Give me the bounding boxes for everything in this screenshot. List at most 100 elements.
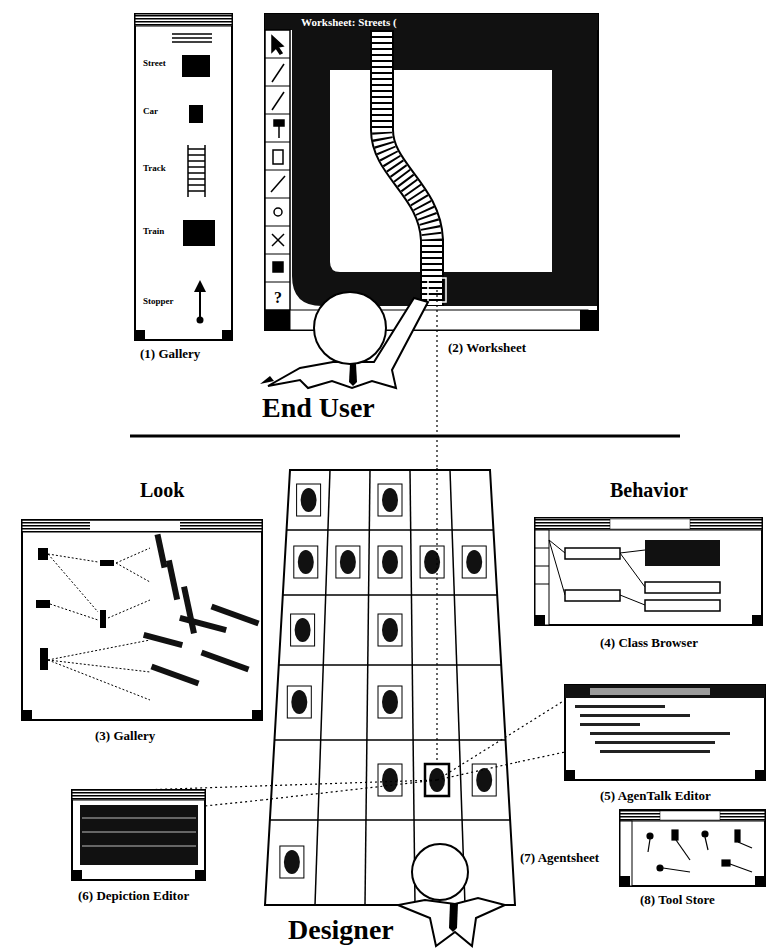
tool-store-window-art-part-part <box>722 860 730 866</box>
agentsheet-grid-part-part <box>279 664 501 666</box>
agentsheet-grid-part-part <box>275 739 506 741</box>
gallery-window-art-part <box>182 55 210 77</box>
class-browser-window-art-part-part <box>620 550 645 553</box>
role-label: End User <box>262 392 375 424</box>
leader-lines-part <box>437 762 518 780</box>
agentsheet-grid-part-part <box>283 594 497 596</box>
agentsheet-grid-part <box>265 470 515 905</box>
gallery-window-art-part-part <box>172 37 212 39</box>
gallery-window-art-part-part <box>188 172 205 174</box>
worksheet-window-art-part-part <box>265 170 290 171</box>
agentsheet-grid-part-part <box>295 618 311 642</box>
designer-figure <box>398 844 505 946</box>
window-title: Worksheet: Streets ( <box>301 15 397 29</box>
look-gallery-window-art-part-part <box>116 548 150 563</box>
tool-store-window-art-part-part <box>676 840 690 860</box>
look-gallery-window-art-part-part <box>181 586 197 634</box>
look-gallery-window-art-part-part <box>48 660 150 700</box>
dotted-connector <box>205 800 262 806</box>
leader-line <box>436 290 437 330</box>
agentalk-editor-window-art-part-part <box>580 723 640 726</box>
tool-store-window-art-part-part <box>657 865 663 871</box>
worksheet-window-art-part <box>265 14 598 30</box>
agentsheet-grid-part-part <box>270 819 510 821</box>
worksheet-window-art-part <box>265 14 598 330</box>
gallery-window-art-part <box>135 14 232 26</box>
agentalk-editor-window-art-part <box>755 770 765 780</box>
look-gallery-window-art-part <box>100 560 114 566</box>
tool-store-window-art-part-part <box>705 837 708 850</box>
tool-store-window-art-part-part <box>702 831 708 837</box>
leader-lines-part <box>437 700 565 780</box>
end-user-figure <box>260 292 428 388</box>
agentsheet-grid-part-part <box>378 614 402 646</box>
designer-figure-part <box>398 898 505 946</box>
gallery-window-art-part <box>222 330 232 340</box>
depiction-editor-window-art-part <box>72 790 205 800</box>
tool-store-window-art-part-part <box>735 830 740 842</box>
tool-store-window-art-part <box>647 830 752 872</box>
agentsheet-grid-part-part <box>301 488 317 512</box>
depiction-editor-window: (6) Depiction Editor <box>72 790 205 880</box>
worksheet-window-art-part-part <box>265 58 290 59</box>
tool-store-window-art-part <box>620 810 765 886</box>
agentsheet-grid-part-part <box>378 764 402 796</box>
tool-store-window-art-part-part <box>647 833 653 839</box>
class-browser-window-art-part <box>645 582 720 593</box>
agentalk-editor-window-art-part <box>575 705 730 753</box>
agentsheet-grid-part-part <box>382 768 398 792</box>
worksheet-window-art-part <box>382 30 432 306</box>
worksheet-window-art-part <box>271 36 285 272</box>
agentsheet-grid-part-part <box>365 470 370 905</box>
agentsheet-grid: (7) Agentsheet <box>262 468 518 908</box>
look-gallery-window-art-part <box>100 610 106 628</box>
tool-store-window-art <box>620 810 765 886</box>
agentsheet-grid-part-part <box>287 686 311 718</box>
window-caption: (4) Class Browser <box>600 635 698 651</box>
agentsheet-grid-part-part <box>298 550 314 574</box>
gallery-window-art-part-part <box>172 33 212 35</box>
gallery-window-art <box>135 14 232 340</box>
section-heading: Look <box>140 478 184 502</box>
gallery-window-art-part <box>135 330 145 340</box>
window-caption: (2) Worksheet <box>448 340 526 356</box>
look-gallery-window-art-part <box>22 710 32 720</box>
worksheet-window-art <box>265 14 598 330</box>
agentsheet-grid-part-part <box>294 546 318 578</box>
worksheet-window-art-part <box>265 30 290 310</box>
tool-store-window: (8) Tool Store <box>620 810 765 886</box>
look-gallery-window-art-part <box>143 534 260 687</box>
agentsheet-grid-part-part <box>315 470 330 905</box>
depiction-editor-window-art-part <box>72 870 82 880</box>
dotted-connector <box>436 330 437 468</box>
worksheet-window-art-part-part <box>278 126 280 138</box>
designer-figure-part <box>449 903 458 932</box>
agentalk-editor-window-art-part-part <box>595 741 715 744</box>
window-caption: (7) Agentsheet <box>520 850 599 866</box>
agentsheet-grid-part-part <box>287 529 494 531</box>
gallery-window-art-part <box>194 280 206 292</box>
worksheet-window-art-part-part <box>265 226 290 227</box>
agentsheet-grid-part-part <box>297 484 321 516</box>
gallery-window-art-part-part <box>188 148 205 150</box>
leader-lines-part <box>262 780 437 800</box>
gallery-window-art-part <box>135 14 232 340</box>
gallery-window-art-part-part <box>172 41 212 43</box>
gallery-window: StreetCarTrackTrainStopper(1) Gallery <box>135 14 232 340</box>
class-browser-window-art-part <box>565 590 620 601</box>
leader-lines-part <box>140 780 437 790</box>
worksheet-window-art-part-part <box>265 142 290 143</box>
class-browser-window-art-part-part <box>535 566 549 567</box>
end-user-figure-part <box>349 364 357 386</box>
depiction-editor-window-art-part <box>82 818 196 846</box>
agentsheet-grid <box>265 470 515 905</box>
depiction-editor-window-art <box>72 790 205 880</box>
class-browser-window-art-part <box>752 615 762 625</box>
class-browser-window-art-part <box>535 518 762 625</box>
worksheet-window-art-part-part <box>265 282 290 283</box>
class-browser-window-art-part <box>565 548 620 559</box>
gallery-item-label: Track <box>143 163 166 174</box>
agentalk-editor-window-art-part <box>565 685 765 780</box>
tool-store-window-art-part-part <box>738 842 752 848</box>
